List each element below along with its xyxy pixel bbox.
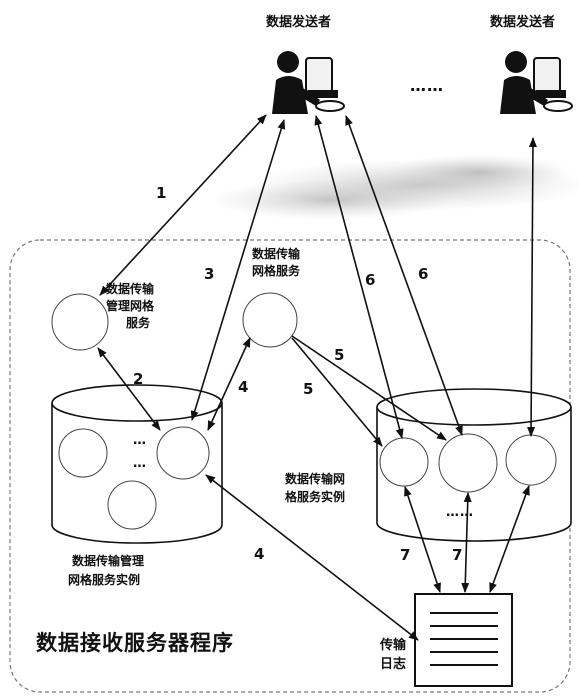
transfer-instance-label-line2: 格服务实例 (285, 489, 345, 505)
mgmt-service-label-line2: 管理网格 (106, 298, 154, 314)
mgmt-service-label-line3: 服务 (126, 315, 150, 331)
mgmt-instance-ellipsis-2: … (133, 456, 147, 471)
sender-person-icon (272, 51, 344, 114)
mgmt-instance-label-line1: 数据传输管理 (72, 553, 144, 569)
mgmt-instance-ellipsis-1: … (133, 433, 147, 448)
mgmt-service-circle (52, 294, 108, 350)
transfer-service-label-line1: 数据传输 (252, 246, 300, 262)
mgmt-instance-label-line2: 网格服务实例 (68, 572, 140, 588)
log-label-line2: 日志 (380, 657, 406, 673)
sender-label-1: 数据发送者 (266, 15, 331, 31)
transfer-instance-label-line1: 数据传输网 (285, 471, 345, 487)
transfer-log-document (415, 594, 512, 686)
step-label-5a: 5 (334, 346, 344, 364)
program-title: 数据接收服务器程序 (36, 627, 234, 657)
transfer-service-circle (243, 293, 297, 347)
transfer-instance-ellipsis: …… (446, 505, 474, 520)
sender-person-icon (500, 51, 572, 114)
network-cloud (210, 154, 579, 220)
step-label-4a: 4 (238, 378, 248, 396)
sender-label-2: 数据发送者 (490, 15, 555, 31)
step-label-6a: 6 (365, 271, 375, 289)
step-label-6b: 6 (418, 265, 428, 283)
mgmt-service-label-line1: 数据传输 (106, 281, 154, 297)
arrow-5a (292, 336, 446, 440)
step-label-7a: 7 (400, 546, 410, 564)
transfer-instance-cylinder (377, 389, 571, 541)
step-label-1: 1 (156, 184, 166, 202)
step-label-7b: 7 (452, 546, 462, 564)
step-label-5b: 5 (303, 380, 313, 398)
sender-ellipsis: …… (410, 76, 444, 95)
step-label-2: 2 (133, 370, 143, 388)
step-label-4b: 4 (254, 545, 264, 563)
transfer-service-label-line2: 网格服务 (252, 263, 300, 279)
step-label-3: 3 (204, 265, 214, 283)
log-label-line1: 传输 (380, 638, 406, 654)
